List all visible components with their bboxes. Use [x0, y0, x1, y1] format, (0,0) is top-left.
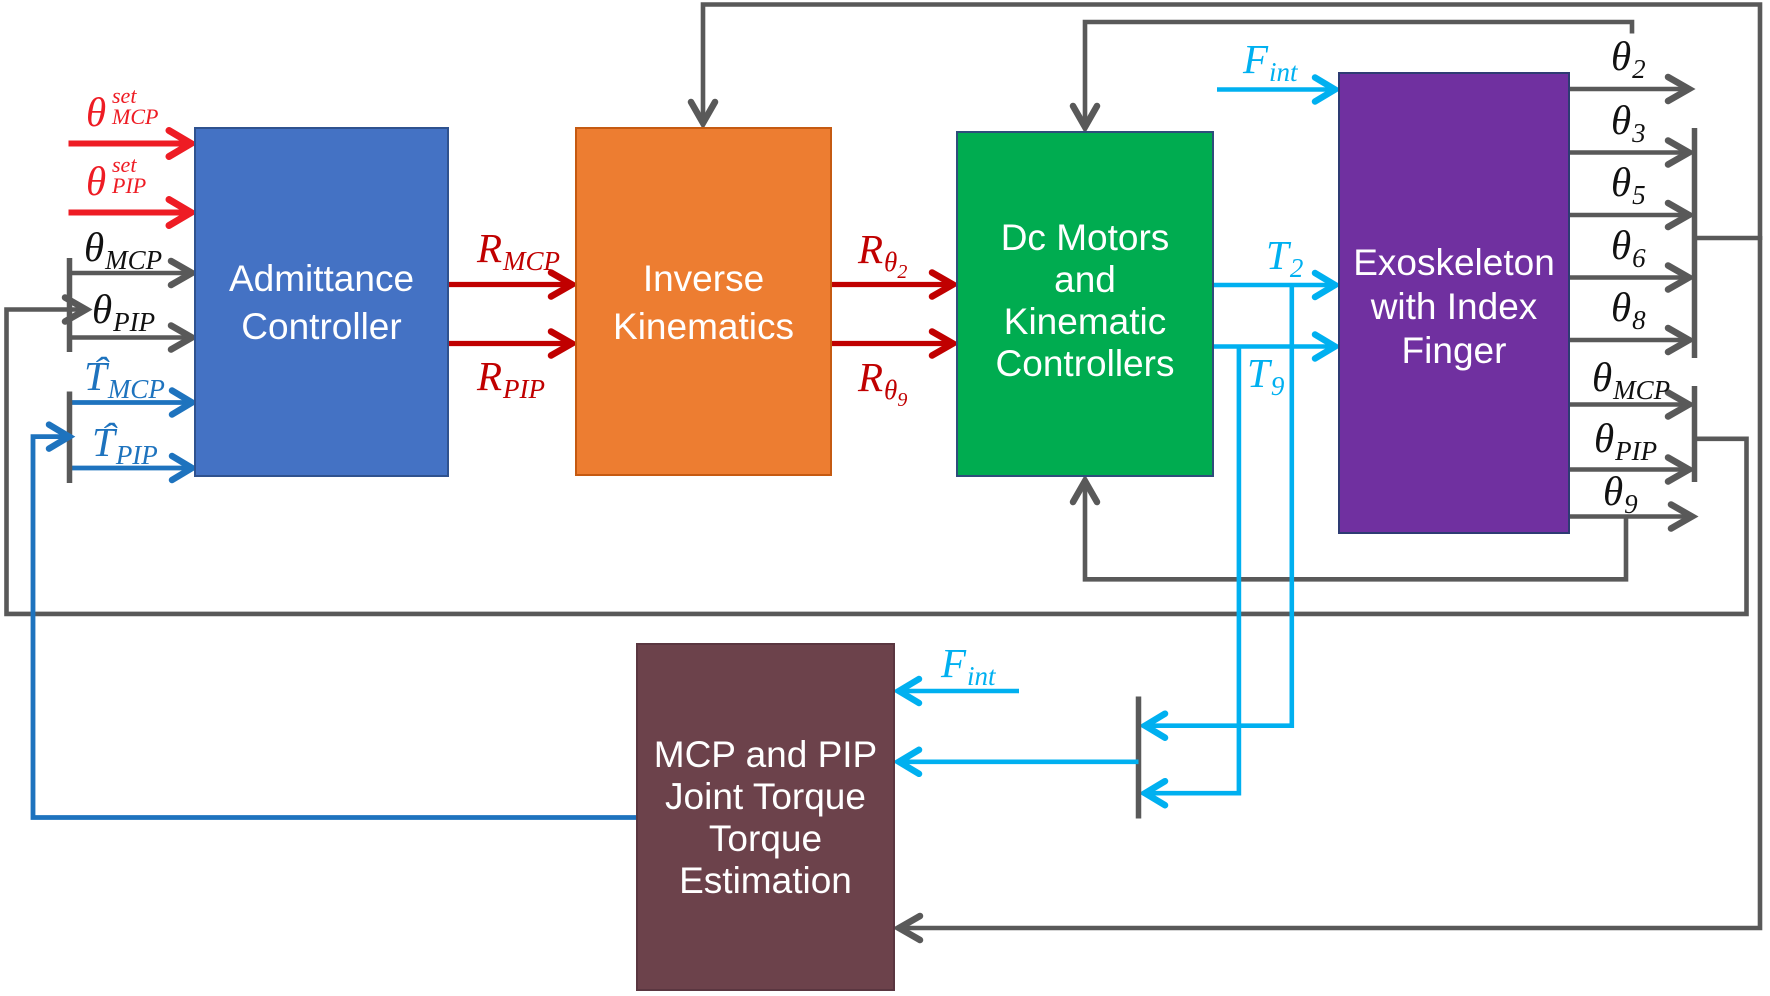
- label-theta2-out: θ2: [1611, 33, 1646, 84]
- block-label-line: Controller: [241, 306, 402, 348]
- block-label-line: Kinematic: [1003, 301, 1167, 343]
- label-theta5-out: θ5: [1611, 159, 1646, 210]
- block-label-line: Inverse: [642, 257, 765, 299]
- label-theta-pip-in: θPIP: [92, 286, 156, 337]
- block-label-line: Joint Torque: [665, 776, 866, 818]
- label-f-int-top: Fint: [1243, 36, 1298, 87]
- wire-estimated-torque-feedback: [30, 421, 636, 820]
- block-exoskeleton-index-finger: Exoskeleton with Index Finger: [1338, 72, 1570, 534]
- wire-feedback-to-inverse-kinematics: [687, 2, 1763, 240]
- label-theta-mcp-out: θMCP: [1592, 354, 1671, 405]
- label-f-int-bottom: Fint: [941, 640, 996, 691]
- block-label-line: and: [1054, 259, 1116, 301]
- block-dc-motors-kinematic-controllers: Dc Motors and Kinematic Controllers: [956, 131, 1214, 477]
- label-r-theta9: Rθ9: [858, 354, 908, 411]
- block-label-line: MCP and PIP: [653, 734, 878, 776]
- label-theta9-out: θ9: [1603, 468, 1638, 519]
- label-r-pip: RPIP: [477, 353, 546, 404]
- block-label-line: with Index: [1370, 286, 1538, 327]
- label-theta8-out: θ8: [1611, 284, 1646, 335]
- label-theta-pip-out: θPIP: [1594, 415, 1658, 466]
- block-label-line: Estimation: [679, 860, 852, 902]
- block-label-line: Torque: [708, 818, 823, 860]
- wire-t2-tap-to-estimator: [1138, 285, 1295, 741]
- block-label-line: Finger: [1401, 330, 1507, 371]
- wire-theta9-feedback-to-dc-motors-bottom: [1069, 474, 1629, 582]
- wire-feedback-to-torque-estimation: [892, 236, 1763, 944]
- block-label-line: Dc Motors: [1000, 217, 1170, 259]
- label-t9: T9: [1247, 350, 1285, 401]
- label-r-theta2: Rθ2: [858, 226, 908, 283]
- block-inverse-kinematics: Inverse Kinematics: [575, 127, 832, 476]
- wire-feedback-to-dc-motors-top: [1069, 19, 1635, 134]
- label-theta-mcp-in: θMCP: [84, 224, 163, 275]
- block-admittance-controller: Admittance Controller: [194, 127, 449, 477]
- label-r-mcp: RMCP: [477, 225, 561, 276]
- label-theta6-out: θ6: [1611, 222, 1646, 273]
- block-label-line: Kinematics: [613, 305, 794, 347]
- wire-t9-tap-to-estimator: [1138, 346, 1242, 809]
- label-theta3-out: θ3: [1611, 97, 1646, 148]
- block-torque-estimation: MCP and PIP Joint Torque Torque Estimati…: [636, 643, 895, 991]
- block-label-line: Controllers: [995, 343, 1175, 385]
- label-t2: T2: [1266, 232, 1304, 283]
- block-label-line: Exoskeleton: [1353, 242, 1555, 283]
- block-label-line: Admittance: [228, 258, 415, 300]
- wire-theta-pip-feedback-loop: [4, 294, 1749, 617]
